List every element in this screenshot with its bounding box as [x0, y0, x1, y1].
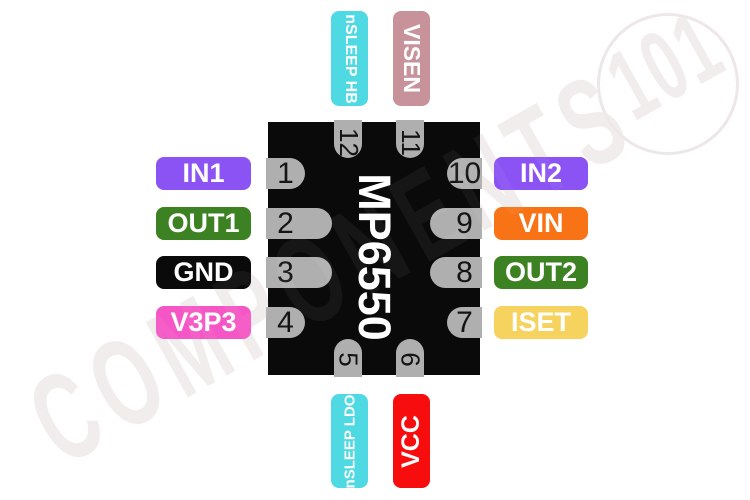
pin-label-in2: IN2 — [494, 157, 588, 190]
pin-label-vin: VIN — [494, 207, 588, 240]
pin-number-4: 4 — [277, 305, 294, 339]
pin-label-nsleep-ldo: nSLEEP LDO — [331, 394, 368, 488]
pin-pad-6: 6 — [396, 339, 426, 377]
pin-pad-11: 11 — [396, 120, 426, 158]
watermark-circle — [597, 13, 739, 155]
pin-label-visen: VISEN — [393, 11, 430, 106]
pin-pad-12: 12 — [334, 120, 364, 158]
pin-label-out2: OUT2 — [494, 256, 588, 289]
pin-pad-10: 10 — [447, 156, 482, 190]
pin-pad-9: 9 — [430, 206, 482, 240]
pin-number-7: 7 — [456, 305, 473, 339]
pin-number-9: 9 — [456, 206, 473, 240]
pin-label-iset: ISET — [494, 306, 588, 339]
pin-pad-7: 7 — [447, 305, 482, 339]
pin-label-out1: OUT1 — [156, 207, 251, 240]
pin-number-1: 1 — [277, 156, 294, 190]
pin-label-in1: IN1 — [156, 157, 251, 190]
pin-label-nsleep-hb: nSLEEP HB — [331, 11, 368, 106]
pin-label-v3p3: V3P3 — [156, 306, 251, 339]
pin-number-3: 3 — [277, 255, 294, 289]
pin-pad-2: 2 — [266, 206, 332, 240]
watermark-text-overlay: COMPONENTS101 — [7, 0, 741, 492]
pin-pad-3: 3 — [266, 255, 332, 289]
pin-number-10: 10 — [447, 156, 482, 190]
pin-pad-8: 8 — [430, 255, 482, 289]
pin-pad-1: 1 — [266, 156, 305, 190]
chip-body — [268, 122, 480, 375]
pin-label-gnd: GND — [156, 256, 251, 289]
pin-pad-5: 5 — [334, 339, 364, 377]
pin-number-8: 8 — [456, 255, 473, 289]
pin-label-vcc: VCC — [393, 394, 430, 488]
pin-pad-4: 4 — [266, 305, 305, 339]
pin-number-2: 2 — [277, 206, 294, 240]
